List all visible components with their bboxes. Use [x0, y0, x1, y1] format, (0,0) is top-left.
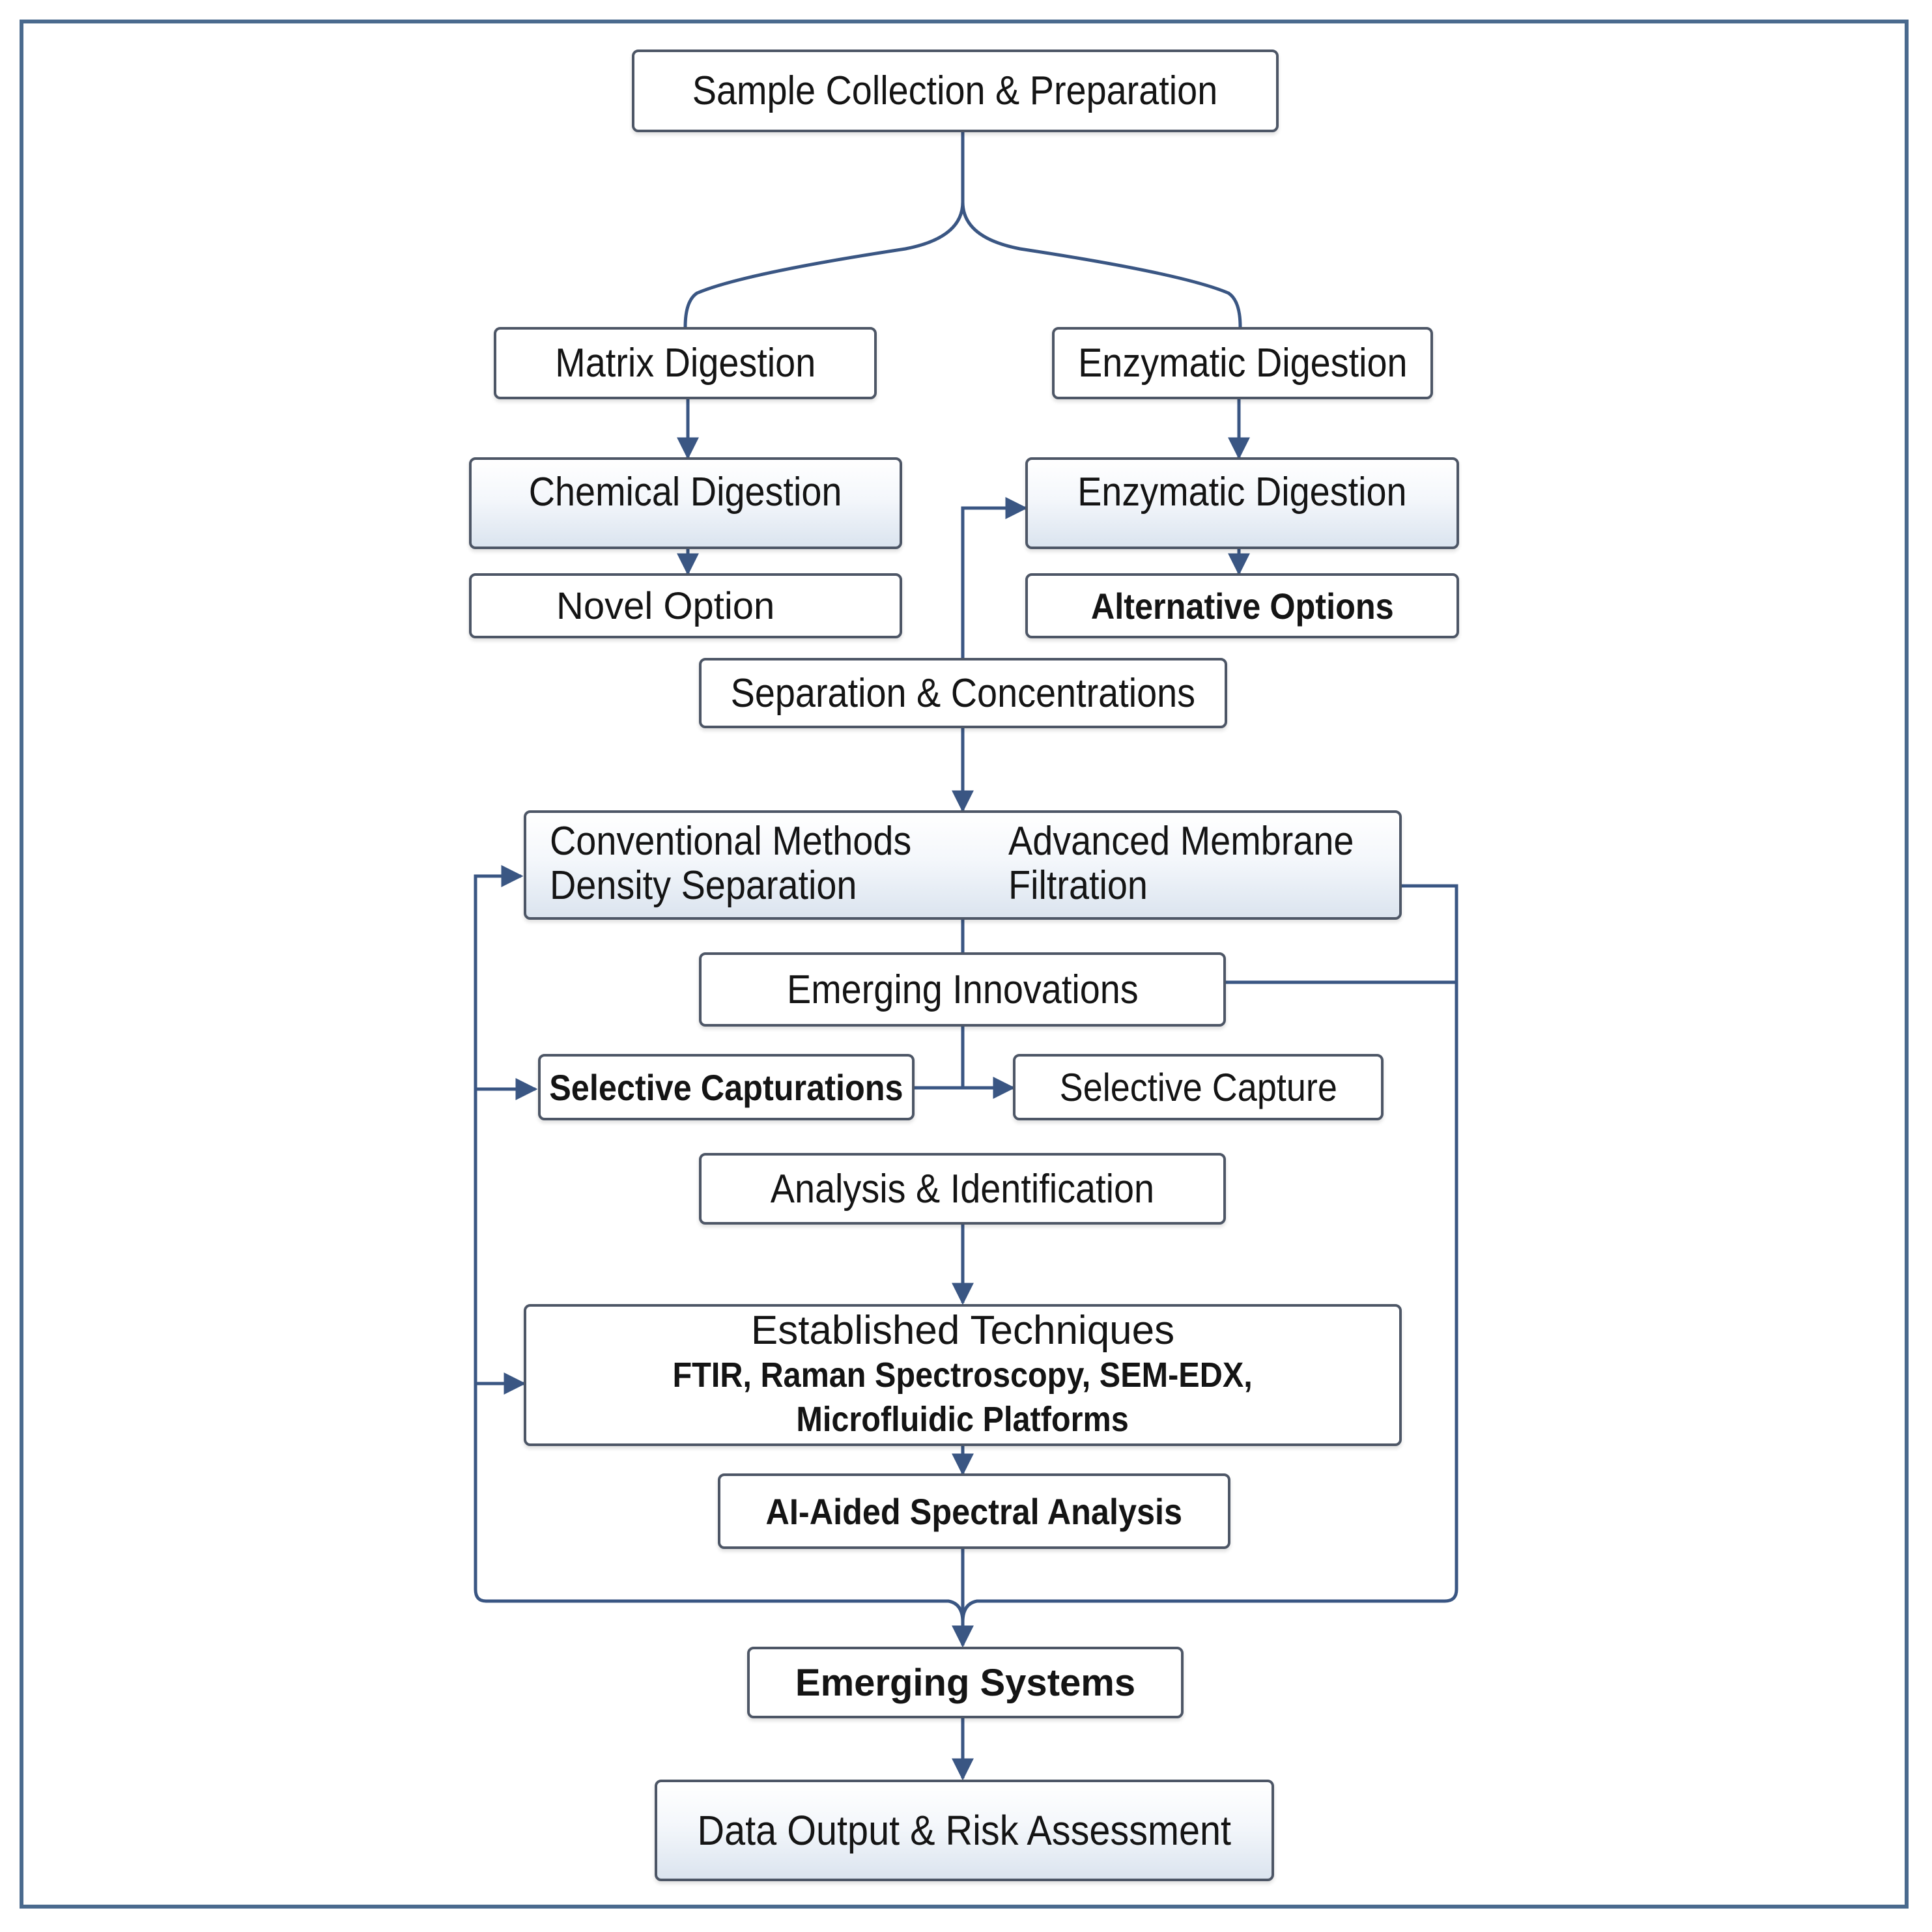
alternative-options-box: Alternative Options	[1025, 573, 1459, 638]
density-separation-label: Density Separation	[550, 863, 857, 908]
connector-split-right	[961, 201, 1242, 328]
connector-split	[683, 132, 965, 328]
novel-option-label: Novel Option	[556, 584, 775, 627]
selective-capturations-box: Selective Capturations	[538, 1054, 915, 1120]
emerging-systems-box: Emerging Systems	[747, 1647, 1184, 1718]
emerging-innovations-box: Emerging Innovations	[699, 952, 1226, 1027]
connector-methods-right-loop	[1226, 884, 1458, 984]
selective-capture-box: Selective Capture	[1013, 1054, 1384, 1120]
filtration-label: Filtration	[1008, 863, 1148, 908]
matrix-digestion-label: Matrix Digestion	[554, 341, 816, 386]
alternative-options-label: Alternative Options	[1090, 585, 1394, 627]
separation-label: Separation & Concentrations	[730, 670, 1196, 716]
sample-collection-label: Sample Collection & Preparation	[692, 68, 1218, 113]
connector-right-bus	[961, 982, 1458, 1623]
emerging-systems-label: Emerging Systems	[795, 1661, 1136, 1704]
established-techniques-title: Established Techniques	[750, 1308, 1175, 1353]
chemical-digestion-box: Chemical Digestion	[469, 457, 902, 549]
enzymatic-digestion-second-label: Enzymatic Digestion	[1077, 470, 1407, 515]
methods-box: Conventional Methods Density Separation …	[524, 810, 1402, 920]
connector-separation-loop	[961, 497, 1028, 658]
selective-capturations-label: Selective Capturations	[549, 1066, 903, 1108]
selective-capture-label: Selective Capture	[1059, 1065, 1337, 1109]
connector-left-bus	[474, 865, 965, 1623]
established-techniques-box: Established Techniques FTIR, Raman Spect…	[524, 1304, 1402, 1446]
enzymatic-digestion-second-box: Enzymatic Digestion	[1025, 457, 1459, 549]
enzymatic-digestion-top-label: Enzymatic Digestion	[1077, 341, 1408, 386]
ai-aided-label: AI-Aided Spectral Analysis	[765, 1490, 1183, 1532]
conventional-methods-label: Conventional Methods	[550, 819, 912, 864]
conventional-methods-group: Conventional Methods Density Separation	[550, 819, 952, 918]
separation-box: Separation & Concentrations	[699, 658, 1227, 728]
data-output-box: Data Output & Risk Assessment	[655, 1780, 1274, 1881]
sample-collection-box: Sample Collection & Preparation	[632, 50, 1279, 132]
advanced-membrane-group: Advanced Membrane Filtration	[1008, 819, 1392, 918]
analysis-box: Analysis & Identification	[699, 1153, 1226, 1225]
advanced-membrane-label: Advanced Membrane	[1008, 819, 1354, 864]
enzymatic-digestion-top-box: Enzymatic Digestion	[1052, 327, 1433, 399]
matrix-digestion-box: Matrix Digestion	[494, 327, 877, 399]
established-techniques-line1: FTIR, Raman Spectroscopy, SEM-EDX,	[672, 1356, 1253, 1395]
analysis-label: Analysis & Identification	[770, 1166, 1155, 1212]
data-output-label: Data Output & Risk Assessment	[697, 1807, 1232, 1854]
chemical-digestion-label: Chemical Digestion	[529, 470, 842, 515]
novel-option-box: Novel Option	[469, 573, 902, 638]
emerging-innovations-label: Emerging Innovations	[786, 967, 1139, 1012]
ai-aided-box: AI-Aided Spectral Analysis	[718, 1473, 1230, 1549]
established-techniques-line2: Microfluidic Platforms	[796, 1400, 1129, 1439]
